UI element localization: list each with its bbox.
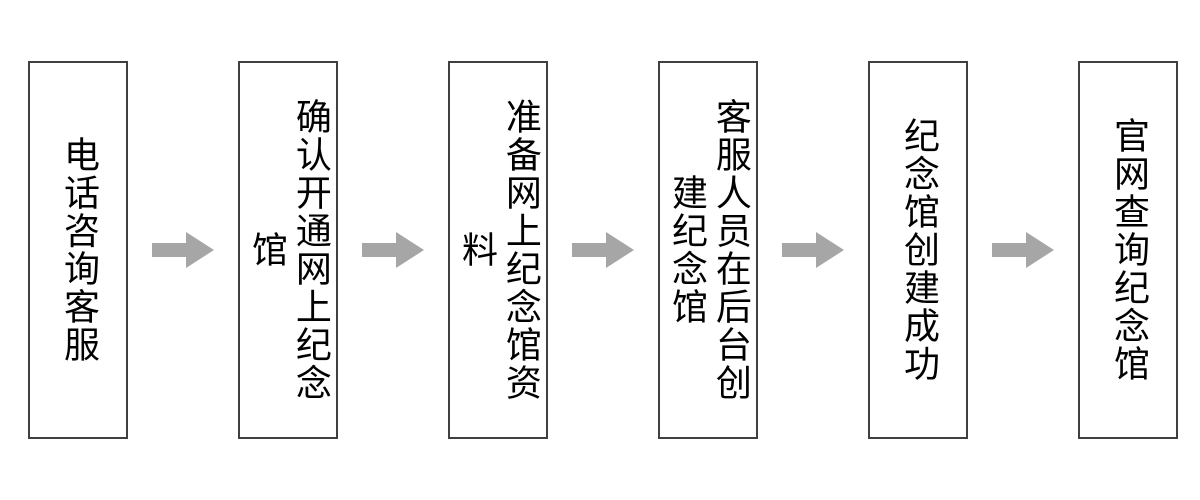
flow-node-label: 准备网上纪念馆资料 [456,98,541,402]
flow-node-step-2[interactable]: 确认开通网上纪念馆 [238,61,338,439]
arrow-right-icon [152,232,214,268]
flow-connector-arrow-4 [758,61,868,439]
flow-node-label: 确认开通网上纪念馆 [246,98,331,402]
arrow-right-icon [362,232,424,268]
flow-node-step-6[interactable]: 官网查询纪念馆 [1078,61,1178,439]
flow-connector-arrow-3 [548,61,658,439]
flow-node-label: 纪念馆创建成功 [897,117,939,383]
flow-node-label: 电话咨询客服 [57,136,99,364]
arrow-right-icon [782,232,844,268]
flow-connector-arrow-5 [968,61,1078,439]
flow-node-step-1[interactable]: 电话咨询客服 [28,61,128,439]
flow-node-step-4[interactable]: 客服人员在后台创建纪念馆 [658,61,758,439]
arrow-right-icon [572,232,634,268]
flow-node-step-5[interactable]: 纪念馆创建成功 [868,61,968,439]
flow-connector-arrow-1 [128,61,238,439]
flow-connector-arrow-2 [338,61,448,439]
flow-node-label: 官网查询纪念馆 [1107,117,1149,383]
flow-node-label: 客服人员在后台创建纪念馆 [666,98,751,402]
flow-node-step-3[interactable]: 准备网上纪念馆资料 [448,61,548,439]
arrow-right-icon [992,232,1054,268]
